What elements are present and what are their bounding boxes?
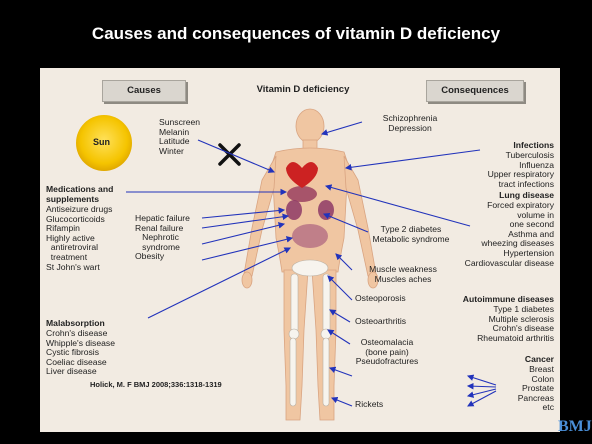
slide-title: Causes and consequences of vitamin D def… [0, 24, 592, 44]
causes-header: Causes [102, 80, 186, 102]
citation-text: Holick, M. F BMJ 2008;336:1318-1319 [90, 380, 222, 389]
lung-disease-list: Forced expiratory volume in one second A… [465, 201, 554, 268]
blocked-x-icon [220, 145, 239, 164]
osteomalacia-label: Osteomalacia (bone pain) Pseudofractures [347, 338, 427, 367]
bmj-logo: BMJ [558, 418, 592, 436]
bones-graphic [289, 260, 331, 406]
consequences-header: Consequences [426, 80, 524, 102]
sun-label: Sun [93, 138, 110, 148]
metabolic-consequences: Type 2 diabetes Metabolic syndrome [358, 225, 464, 244]
mental-health-consequences: Schizophrenia Depression [360, 114, 460, 133]
vitamin-d-header: Vitamin D deficiency [238, 80, 368, 100]
sun-factors: Sunscreen Melanin Latitude Winter [159, 118, 200, 156]
malabsorption-list: Crohn's disease Whipple's disease Cystic… [46, 329, 115, 377]
osteoarthritis-label: Osteoarthritis [355, 317, 406, 327]
cancer-list: Breast Colon Prostate Pancreas etc [518, 365, 554, 413]
osteoporosis-label: Osteoporosis [355, 294, 406, 304]
diagram-panel: Causes Vitamin D deficiency Consequences… [40, 68, 560, 432]
rickets-label: Rickets [355, 400, 383, 410]
infections-list: Tuberculosis Influenza Upper respiratory… [488, 151, 554, 189]
organ-causes-list: Hepatic failure Renal failure Nephrotic … [135, 214, 190, 262]
medications-list: Antiseizure drugs Glucocorticoids Rifamp… [46, 205, 112, 272]
medications-heading: Medications and supplements [46, 185, 113, 204]
autoimmune-list: Type 1 diabetes Multiple sclerosis Crohn… [477, 305, 554, 343]
muscle-consequences: Muscle weakness Muscles aches [356, 265, 450, 284]
